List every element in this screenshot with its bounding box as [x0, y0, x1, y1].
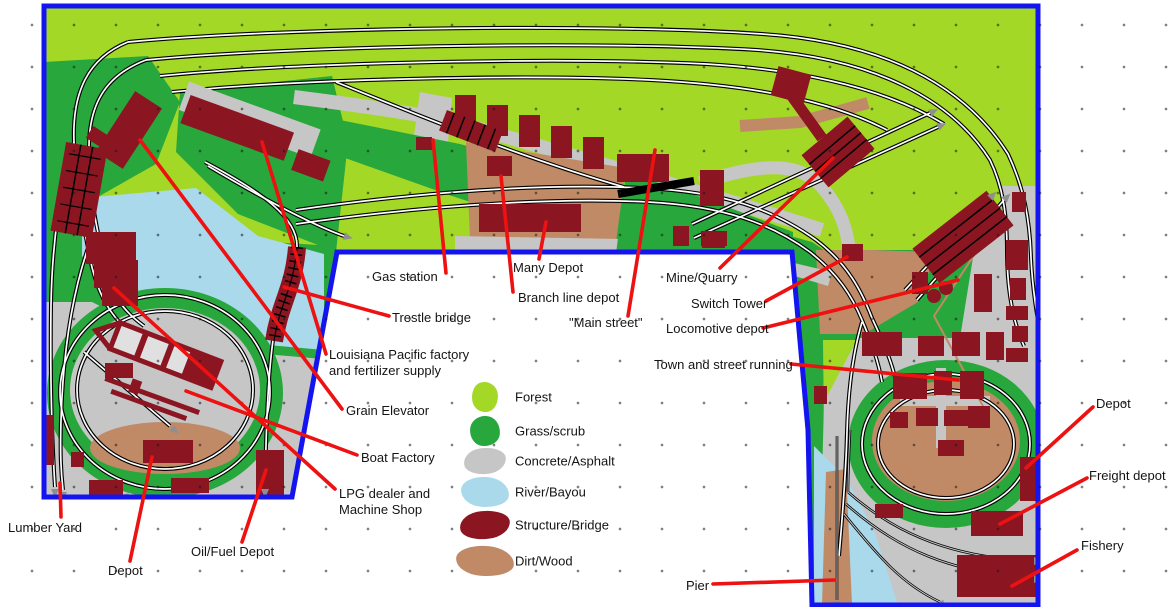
legend-label-structure-bridge: Structure/Bridge [515, 517, 609, 533]
oil-fuel-depot-building [256, 450, 284, 496]
depot-east-building [1020, 457, 1037, 501]
depot-west-building [143, 440, 193, 463]
gas-station-building [416, 137, 432, 150]
legend-label-forest: Forest [515, 389, 552, 405]
branch-line-depot-building [487, 156, 512, 176]
legend-swatch-river-bayou [460, 475, 510, 509]
switch-tower-building [842, 244, 863, 261]
legend-item-grass-scrub: Grass/scrub [453, 413, 693, 449]
legend-label-dirt-wood: Dirt/Wood [515, 553, 573, 569]
legend-item-dirt-wood: Dirt/Wood [453, 543, 693, 579]
legend-item-river-bayou: River/Bayou [453, 474, 693, 510]
legend-item-structure-bridge: Structure/Bridge [453, 507, 693, 543]
legend-swatch-concrete-asphalt [462, 446, 508, 476]
many-depot-building [479, 204, 581, 232]
fishery-building [957, 555, 1037, 597]
legend-item-concrete-asphalt: Concrete/Asphalt [453, 443, 693, 479]
legend-swatch-dirt-wood [455, 544, 515, 578]
legend-swatch-forest [470, 380, 500, 414]
legend-swatch-structure-bridge [458, 508, 512, 542]
legend-label-river-bayou: River/Bayou [515, 484, 586, 500]
freight-depot-building [971, 511, 1023, 536]
legend-item-forest: Forest [453, 379, 693, 415]
lpg-dealer-building [86, 232, 136, 264]
legend-label-grass-scrub: Grass/scrub [515, 423, 586, 439]
legend-label-concrete-asphalt: Concrete/Asphalt [515, 453, 615, 469]
